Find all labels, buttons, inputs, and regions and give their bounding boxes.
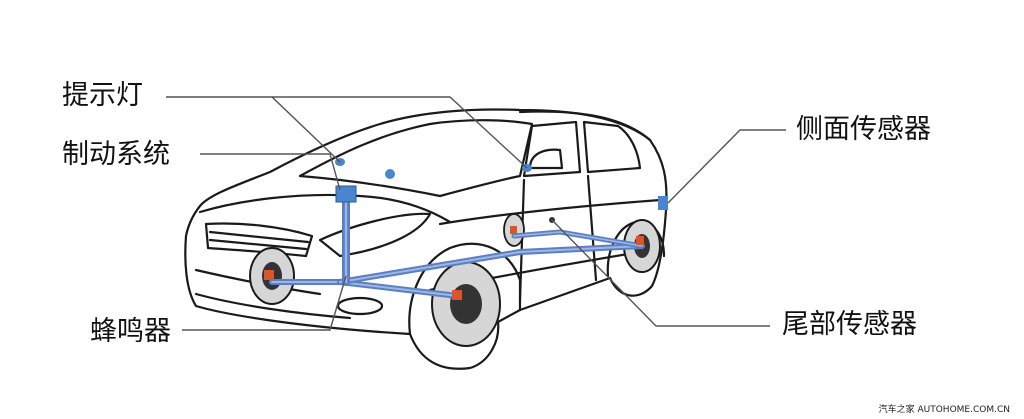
indicator-light-label: 提示灯 [62,80,143,111]
indicator-light-dash [385,169,395,179]
brake-front-left [264,270,274,280]
wiring-harness [269,192,645,299]
buzzer-label: 蜂鸣器 [90,316,171,347]
leader-lines [166,96,786,331]
watermark: 汽车之家 AUTOHOME.COM.CN [878,405,1010,415]
side-sensor-label: 侧面传感器 [796,114,931,145]
brake-rear-right [636,236,644,245]
rear-sensor-label: 尾部传感器 [782,309,917,340]
brake-front-right [452,290,462,300]
side-sensor [658,196,668,210]
front-right-wheel [431,261,501,347]
control-system-label: 制动系统 [62,139,170,170]
control-module [335,185,357,203]
brake-rear-left [510,226,517,234]
